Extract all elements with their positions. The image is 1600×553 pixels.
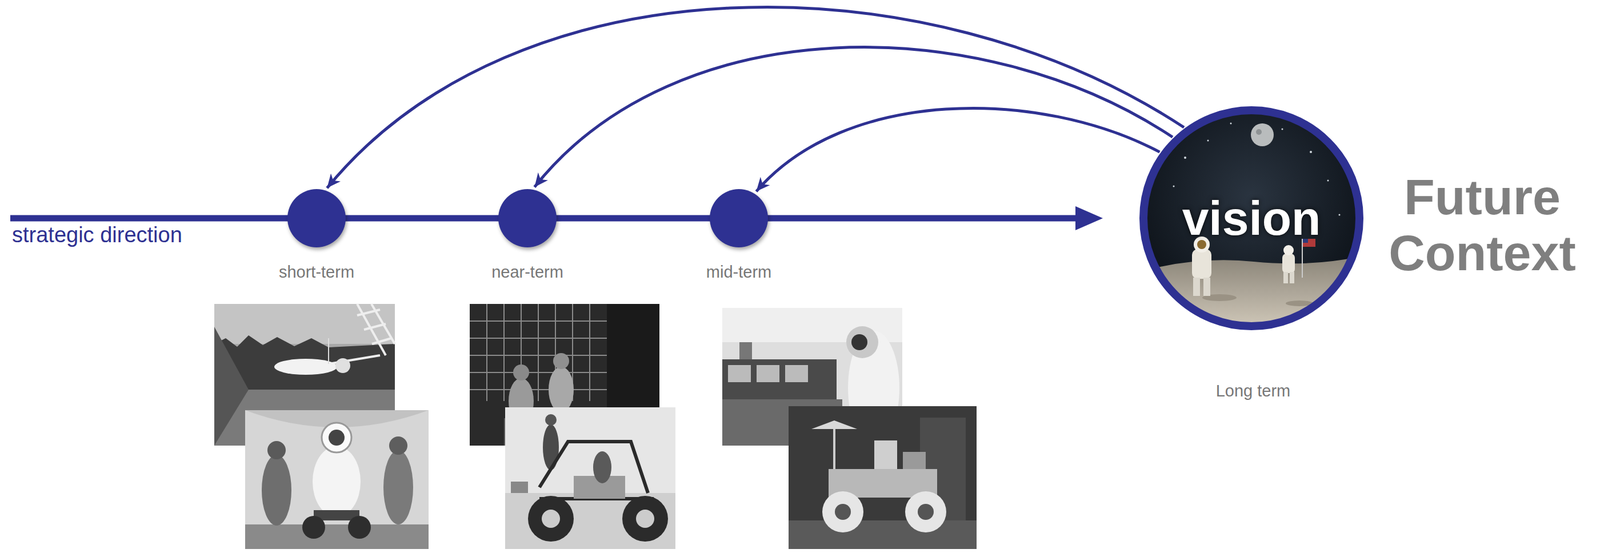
astronaut-figure [1282,238,1316,284]
vision-circle: vision [1139,106,1364,331]
photo-suit-test [245,410,429,550]
feedback-arc [534,47,1173,188]
milestone-dot: near-term [497,188,558,248]
milestone-label: short-term [278,261,355,283]
vision-title: vision [1182,190,1322,246]
dot-shape [709,188,769,248]
photo-test-buggy [505,407,676,550]
timeframe-label: Long term [1216,380,1291,402]
dot-shape [286,188,347,248]
vision-border [1143,110,1360,327]
photo-lunar-rover [788,406,977,550]
astronaut-figure [1192,236,1212,296]
dot-shape [497,188,558,248]
milestone-dot: mid-term [709,188,769,248]
milestone-label: mid-term [706,261,772,283]
milestone-label: near-term [491,261,564,283]
milestone-dot: short-term [286,188,347,248]
axis-label: strategic direction [12,222,183,248]
context-heading: Future Context [1373,169,1591,282]
feedback-arc [326,6,1184,188]
feedback-arc [756,108,1160,192]
